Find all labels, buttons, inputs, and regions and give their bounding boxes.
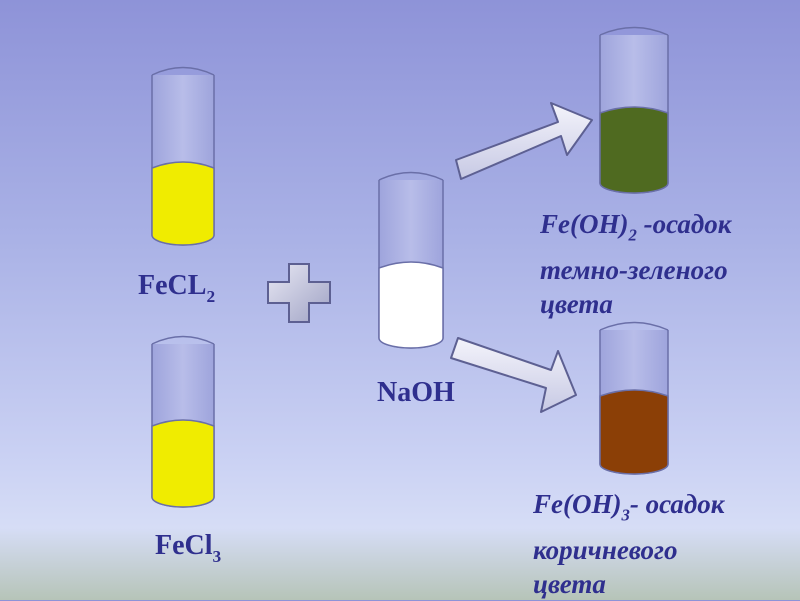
arrow-right-up-icon (455, 102, 593, 180)
formula-subscript: 2 (206, 286, 216, 306)
solution-fecl2 (151, 161, 215, 246)
caption-line3: цвета (540, 288, 613, 319)
label-naoh: NaOH (377, 377, 455, 408)
formula-base: FeCl (155, 530, 213, 561)
plus-icon (267, 263, 331, 323)
caption-feoh3: Fe(OH)3- осадок коричневого цвета (533, 487, 724, 601)
solution-naoh (378, 261, 444, 349)
arrow-right-down-icon (450, 337, 577, 413)
caption-line2: коричневого (533, 534, 678, 565)
tube-feoh3 (599, 321, 669, 475)
formula-base: Fe(OH) (533, 489, 622, 519)
formula-base: FeCL (138, 270, 207, 301)
tube-fecl3 (151, 335, 215, 508)
label-fecl3: FeCl3 (155, 530, 221, 567)
caption-text: - осадок (629, 489, 725, 519)
caption-line1: Fe(OH)2 -осадок (540, 207, 731, 253)
precipitate-feoh3 (599, 389, 669, 475)
formula-subscript: 2 (628, 225, 637, 245)
solution-fecl3 (151, 419, 215, 508)
caption-text: -осадок (636, 209, 732, 239)
caption-feoh2: Fe(OH)2 -осадок темно-зеленого цвета (540, 207, 731, 321)
formula-subscript: 3 (212, 546, 222, 566)
tube-naoh (378, 171, 444, 349)
tube-fecl2 (151, 66, 215, 246)
label-fecl2: FeCL2 (138, 270, 215, 307)
formula-base: Fe(OH) (540, 209, 629, 239)
tube-feoh2 (599, 26, 669, 194)
caption-line2: темно-зеленого (540, 254, 728, 285)
caption-line1: Fe(OH)3- осадок (533, 487, 724, 533)
formula-subscript: 3 (621, 505, 630, 525)
precipitate-feoh2 (599, 106, 669, 194)
caption-line3: цвета (533, 568, 606, 599)
